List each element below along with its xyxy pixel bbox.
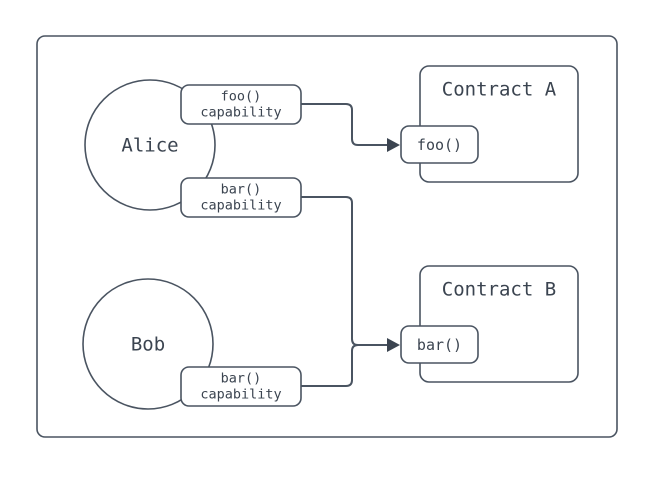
capability-box-alice-bar[interactable]	[180, 177, 302, 218]
capability-label-bob-bar-line1: bar()	[221, 371, 262, 387]
capability-label-alice-bar-line2: capability	[200, 198, 281, 214]
actor-label-alice: Alice	[121, 135, 178, 157]
actor-label-bob: Bob	[131, 334, 165, 356]
connector-alice-bar-cap-to-contract-b	[300, 196, 394, 346]
method-box-contract-b-bar[interactable]	[400, 325, 479, 364]
connector-bob-bar-cap-to-contract-b	[300, 344, 394, 387]
method-label-contract-a-foo: foo()	[417, 136, 462, 154]
capability-label-bob-bar-line2: capability	[200, 387, 281, 403]
connector-foo-cap-to-contract-a	[300, 103, 394, 146]
outer-frame	[36, 35, 618, 438]
capability-label-alice-foo-line1: foo()	[221, 89, 262, 105]
method-box-contract-a-foo[interactable]	[400, 125, 479, 164]
capability-label-alice-foo-line2: capability	[200, 105, 281, 121]
arrowhead-contract-a-foo	[387, 138, 400, 152]
capability-box-alice-foo[interactable]	[180, 84, 302, 125]
capability-box-bob-bar[interactable]	[180, 366, 302, 407]
capability-label-alice-bar-line1: bar()	[221, 182, 262, 198]
method-label-contract-b-bar: bar()	[417, 336, 462, 354]
arrowhead-contract-b-bar	[387, 338, 400, 352]
contract-title-b: Contract B	[442, 279, 556, 301]
contract-title-a: Contract A	[442, 79, 557, 101]
